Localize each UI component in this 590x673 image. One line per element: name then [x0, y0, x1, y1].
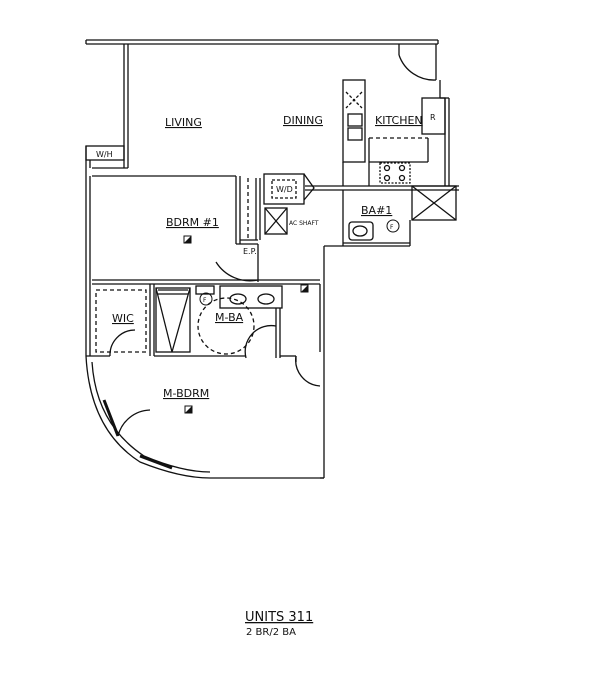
master-bedroom-walls [85, 355, 324, 479]
toilet-master-bath: F [199, 292, 213, 306]
bedroom1-closet [247, 178, 261, 240]
kitchen-walls [342, 79, 459, 191]
thermostat-symbols [183, 235, 309, 414]
bedroom1-door [215, 244, 259, 282]
room-label-master-bedroom: M-BDRM [163, 387, 209, 400]
mechanical-chase [411, 185, 457, 221]
toilet-bath1-label: F [390, 224, 394, 231]
plan-subtitle: 2 BR/2 BA [246, 627, 296, 638]
refrigerator [421, 97, 446, 135]
toilet-master-label: F [203, 297, 207, 304]
refrigerator-label: R [430, 113, 436, 122]
entry-door [398, 44, 437, 81]
plan-title: UNITS 311 [245, 610, 313, 625]
room-label-master-bath: M-BA [215, 311, 244, 324]
master-bath-fixtures [195, 285, 283, 359]
ac-shaft [264, 207, 288, 235]
room-label-dining: DINING [283, 114, 323, 127]
water-heater-label: W/H [96, 150, 113, 159]
washer-dryer-label: W/D [276, 185, 293, 194]
room-label-living: LIVING [165, 116, 202, 129]
bedroom1-walls [85, 168, 320, 356]
room-label-wic: WIC [112, 312, 134, 325]
washer-dryer [263, 173, 315, 205]
bath1-walls [342, 190, 411, 247]
electrical-panel-label: E.P. [243, 247, 257, 256]
room-label-kitchen: KITCHEN [375, 114, 423, 127]
walk-in-closet [95, 284, 155, 357]
hallway-walls [305, 185, 343, 479]
room-label-bath1: BA#1 [361, 204, 392, 217]
shower [155, 287, 191, 353]
stove [379, 162, 411, 184]
water-heater-closet [85, 145, 125, 168]
toilet-bath1: F [386, 219, 400, 233]
kitchen-sink [345, 91, 363, 141]
ac-shaft-label: AC SHAFT [289, 220, 319, 227]
top-exterior-wall [85, 39, 439, 45]
room-label-bedroom1: BDRM #1 [166, 216, 219, 229]
